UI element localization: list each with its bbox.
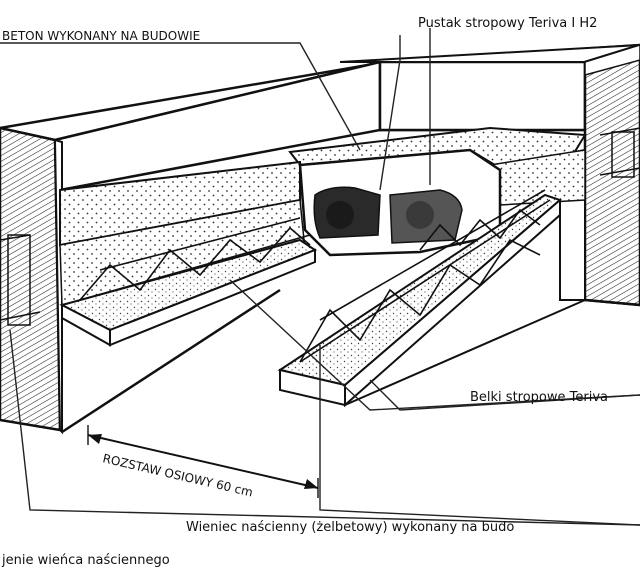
truss-top [419, 208, 541, 251]
floor-edges [61, 288, 640, 434]
label-hollow-block: Pustak stropowy Teriva I H2 [418, 16, 597, 31]
concrete-topping [59, 126, 587, 306]
hollow-block [298, 148, 502, 257]
left-wall [0, 126, 63, 435]
label-spacing: ROZSTAW OSIOWY 60 cm [101, 451, 254, 499]
label-bottom-caption: jenie wieńca naściennego [1, 553, 170, 568]
label-beams: Belki stropowe Teriva [470, 390, 608, 405]
beam-right [277, 189, 562, 408]
label-concrete: BETON WYKONANY NA BUDOWIE [2, 29, 200, 43]
back-wall [0, 43, 640, 192]
spacing-dimension [87, 425, 319, 498]
ring-beam-rebars [0, 127, 640, 326]
label-ring-beam: Wieniec naścienny (żelbetowy) wykonany n… [186, 520, 514, 535]
leader-lines [0, 28, 640, 526]
beam-left [59, 217, 318, 347]
